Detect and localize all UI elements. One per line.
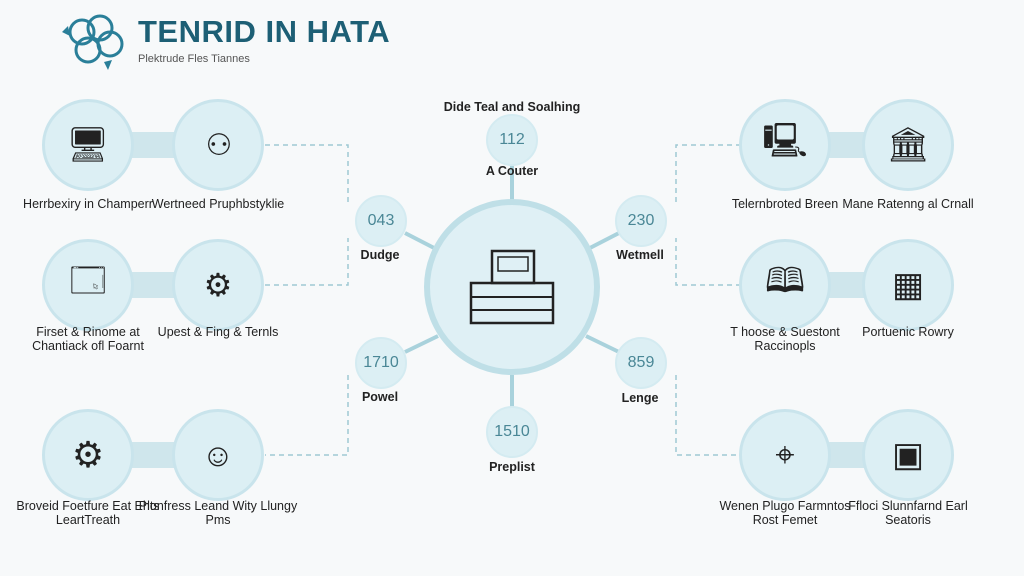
node-label: Wetmell bbox=[616, 248, 664, 262]
tools-gear-icon: ⚙ bbox=[203, 267, 233, 303]
left-item-1b[interactable]: ⚇ bbox=[172, 99, 264, 191]
left-item-1a[interactable]: 🖥 bbox=[42, 99, 134, 191]
printer-icon bbox=[469, 249, 555, 325]
item-label: Upest & Fing & Ternls bbox=[157, 325, 279, 339]
right-item-1a[interactable]: 🖳 bbox=[739, 99, 831, 191]
left-item-2a[interactable]: 🗔 bbox=[42, 239, 134, 331]
scanner-icon: ⌖ bbox=[775, 435, 795, 474]
hub-title: Dide Teal and Soalhing bbox=[443, 100, 581, 114]
grid-house-icon: ▦ bbox=[891, 266, 925, 304]
node-label: Lenge bbox=[621, 391, 659, 405]
item-label: Herrbexiry in Champerr bbox=[23, 197, 153, 211]
face-icon: ☺ bbox=[201, 436, 235, 473]
node-value: 230 bbox=[627, 212, 655, 229]
right-item-2a[interactable]: 🕮 bbox=[739, 239, 831, 331]
right-item-2b[interactable]: ▦ bbox=[862, 239, 954, 331]
item-label: Mane Ratenng al Crnall bbox=[842, 197, 974, 211]
device-icon: ▣ bbox=[891, 436, 925, 474]
item-label: T hoose & Suestont Raccinopls bbox=[730, 325, 840, 353]
node-value: 112 bbox=[499, 131, 525, 148]
node-6[interactable]: 1510 bbox=[486, 406, 538, 458]
node-label: Powel bbox=[361, 390, 399, 404]
hub-circle[interactable] bbox=[424, 199, 600, 375]
building-icon: 🏛 bbox=[886, 126, 930, 164]
window-box-icon: 🗔 bbox=[69, 261, 107, 300]
terminal-icon: 🖳 bbox=[762, 121, 808, 160]
node-value: 1710 bbox=[363, 354, 399, 371]
node-value: 859 bbox=[627, 354, 655, 371]
right-item-1b[interactable]: 🏛 bbox=[862, 99, 954, 191]
node-label: Dudge bbox=[360, 248, 400, 262]
node-5[interactable]: 859 bbox=[615, 337, 667, 389]
item-label: Telernbroted Breen bbox=[731, 197, 839, 211]
item-label: Portuenic Rowry bbox=[862, 325, 954, 339]
item-label: Wertneed Pruphbstyklie bbox=[151, 197, 285, 211]
chart-monitor-icon: 🖥 bbox=[66, 126, 110, 164]
four-circles-icon: ⚇ bbox=[205, 128, 233, 162]
left-item-2b[interactable]: ⚙ bbox=[172, 239, 264, 331]
left-item-3a[interactable]: ⚙ bbox=[42, 409, 134, 501]
logo-icon bbox=[60, 12, 132, 77]
book-icon: 🕮 bbox=[764, 261, 806, 300]
app-subtitle: Plektrude Fles Tiannes bbox=[138, 53, 250, 65]
right-item-3b[interactable]: ▣ bbox=[862, 409, 954, 501]
item-label: Firset & Rinome at Chantiack ofl Foarnt bbox=[32, 325, 144, 353]
app-title: TENRID IN HATA bbox=[138, 14, 391, 49]
item-label: Plonfress Leand Wity Llungy Pms bbox=[138, 499, 298, 527]
node-3[interactable]: 230 bbox=[615, 195, 667, 247]
node-1[interactable]: 112 bbox=[486, 114, 538, 166]
left-item-3b[interactable]: ☺ bbox=[172, 409, 264, 501]
node-value: 1510 bbox=[494, 423, 530, 440]
item-label: Wenen Plugo Farmntos Rost Femet bbox=[719, 499, 851, 527]
gear-heart-icon: ⚙ bbox=[71, 434, 105, 475]
item-label: Broveid Foetfure Eat Ehts LeartTreath bbox=[16, 499, 160, 527]
node-label: A Couter bbox=[485, 164, 539, 178]
right-item-3a[interactable]: ⌖ bbox=[739, 409, 831, 501]
node-2[interactable]: 043 bbox=[355, 195, 407, 247]
node-4[interactable]: 1710 bbox=[355, 337, 407, 389]
node-label: Preplist bbox=[489, 460, 535, 474]
item-label: Ffloci Slunnfarnd Earl Seatoris bbox=[848, 499, 968, 527]
node-value: 043 bbox=[367, 212, 395, 229]
